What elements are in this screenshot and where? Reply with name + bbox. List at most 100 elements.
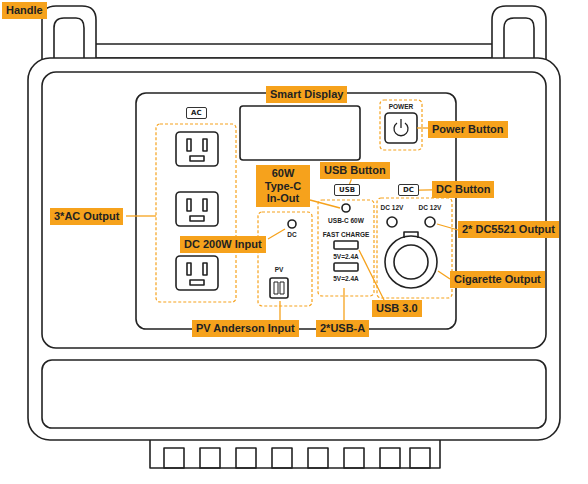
foot-notch — [236, 448, 256, 468]
leader-line — [437, 224, 458, 230]
outlet-slot — [203, 139, 207, 151]
anderson-port — [270, 278, 288, 298]
callout-box: DC Button — [432, 181, 494, 198]
panel-marking: DC 12V — [381, 204, 404, 212]
leader-line — [126, 215, 156, 216]
outlet-slot — [203, 199, 207, 211]
node-text: 60W Type-C In-Out — [260, 167, 306, 205]
callout-box: Smart Display — [266, 86, 347, 103]
right-handle-grip — [504, 18, 534, 62]
foot-notch — [380, 448, 400, 468]
power-button — [385, 113, 417, 143]
outlet-ground — [190, 280, 204, 285]
node-text: Smart Display — [270, 88, 343, 101]
panel-marking: PV — [275, 266, 284, 274]
outlet-face — [176, 256, 218, 290]
left-handle — [42, 6, 96, 62]
foot-notch — [308, 448, 328, 468]
dc5521-port — [425, 217, 435, 227]
anderson-pin — [274, 282, 278, 294]
ac-outlet — [176, 256, 218, 290]
power-icon — [394, 119, 408, 136]
callout-box: USB 3.0 — [372, 300, 422, 317]
node-text: USB Button — [324, 164, 386, 177]
node-text: Handle — [6, 4, 43, 17]
leader-line — [417, 127, 428, 128]
node-text: DC Button — [436, 183, 490, 196]
outlet-face — [176, 132, 218, 166]
node-text: Cigarette Output — [454, 273, 541, 286]
outlet-slot — [187, 139, 191, 151]
lower-band — [42, 360, 546, 428]
callout-box: 2* DC5521 Output — [458, 221, 559, 238]
cigarette-socket-inner — [394, 245, 428, 279]
ac-outlet — [176, 192, 218, 226]
callout-box: 2*USB-A — [316, 320, 369, 337]
node-text: PV Anderson Input — [196, 322, 295, 335]
panel-marking: 5V=2.4A — [333, 253, 358, 261]
feet-notches — [164, 448, 430, 468]
housing — [28, 58, 560, 440]
leader-line — [268, 229, 285, 239]
node-text: AC — [191, 109, 202, 117]
button-label-box: USB — [334, 184, 360, 196]
node-text: USB 3.0 — [376, 302, 418, 315]
panel-marking: POWER — [389, 103, 414, 111]
group-outline — [318, 200, 374, 296]
right-handle — [492, 6, 546, 62]
front-face — [42, 72, 546, 348]
node-text: Power Button — [432, 123, 504, 136]
foot-notch — [200, 448, 220, 468]
panel-marking: DC 12V — [419, 204, 442, 212]
group-outline — [156, 124, 236, 302]
panel-marking: USB-C 60W — [328, 217, 364, 225]
top-rail — [96, 44, 492, 58]
node-text: 3*AC Output — [54, 210, 119, 223]
leader-line — [279, 301, 280, 320]
leader-line — [359, 250, 384, 300]
foot-notch — [410, 448, 430, 468]
control-panel — [136, 93, 456, 329]
panel-marking: DC — [287, 231, 296, 239]
callout-box: 3*AC Output — [50, 208, 123, 225]
button-label-box: AC — [186, 107, 207, 119]
node-text: 2* DC5521 Output — [462, 223, 555, 236]
foot-notch — [344, 448, 364, 468]
panel-marking: 5V=2.4A — [333, 275, 358, 283]
outlet-ground — [190, 156, 204, 161]
leader-line — [310, 200, 340, 208]
group-outline — [377, 198, 452, 298]
leader-line — [343, 288, 344, 320]
node-text: DC — [403, 186, 414, 194]
node-text: USB — [339, 186, 355, 194]
callout-box: PV Anderson Input — [192, 320, 299, 337]
usb-a-port — [334, 263, 358, 271]
dc-input-port — [288, 220, 296, 228]
node-text: DC 200W Input — [184, 238, 262, 251]
usb-a-port — [334, 241, 358, 249]
anderson-pin — [280, 282, 284, 294]
leader-line — [438, 271, 450, 279]
outlet-face — [176, 192, 218, 226]
leader-connector — [419, 189, 432, 190]
dc5521-port — [387, 217, 397, 227]
display-screen — [240, 106, 360, 160]
group-outline — [380, 100, 422, 150]
outlet-slot — [203, 263, 207, 275]
ac-outlet — [176, 132, 218, 166]
group-outline — [258, 212, 312, 306]
base-feet — [150, 440, 440, 468]
outlet-slot — [187, 263, 191, 275]
callout-box: USB Button — [320, 162, 390, 179]
panel-marking: FAST CHARGE — [323, 231, 370, 239]
outlet-ground — [190, 216, 204, 221]
cigarette-cap-tab — [404, 232, 418, 238]
usb-c-port — [342, 204, 350, 212]
foot-notch — [164, 448, 184, 468]
left-handle-grip — [54, 18, 84, 62]
foot-notch — [272, 448, 292, 468]
button-label-box: DC — [398, 184, 419, 196]
